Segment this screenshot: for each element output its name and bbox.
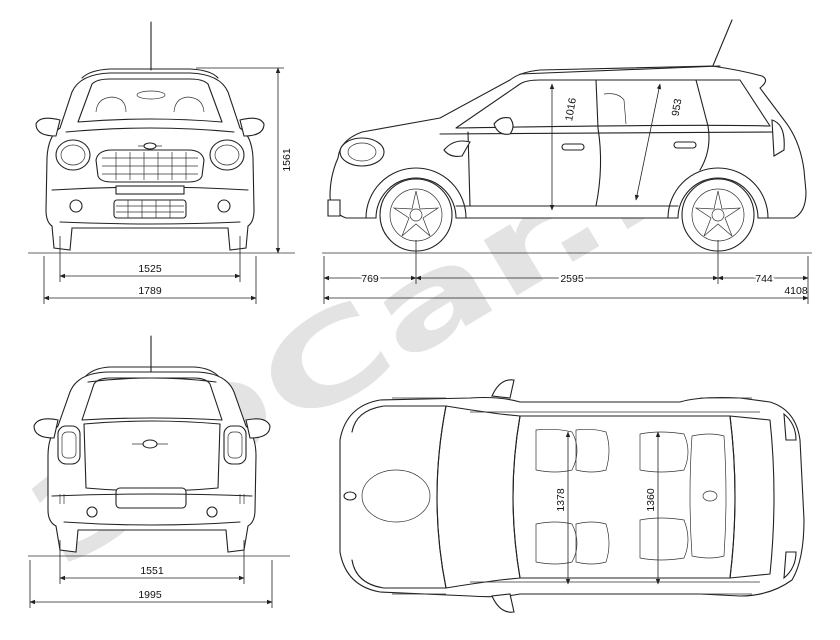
front-dimensions: 1525 1789 1561 (43, 67, 293, 304)
rear-width-value: 1995 (138, 589, 162, 601)
rear-seat-width-value: 1360 (645, 488, 657, 512)
front-seat-width-value: 1378 (555, 488, 567, 512)
front-width-value: 1789 (138, 285, 162, 297)
rear-view (28, 335, 290, 557)
top-view: 1378 1360 (339, 379, 805, 613)
rear-dimensions: 1551 1995 (29, 540, 273, 608)
side-dimensions: 769 2595 744 4108 (323, 240, 809, 304)
front-door-dim-value: 1016 (563, 97, 579, 122)
height-value: 1561 (281, 148, 293, 172)
rear-overhang-value: 744 (755, 273, 773, 285)
side-view: 1016 953 (322, 19, 812, 254)
front-view (28, 21, 295, 254)
front-track-value: 1525 (138, 263, 162, 275)
front-overhang-value: 769 (361, 273, 379, 285)
wheelbase-value: 2595 (560, 273, 584, 285)
length-value: 4108 (784, 285, 808, 297)
rear-door-dim-value: 953 (670, 98, 685, 117)
rear-track-value: 1551 (140, 565, 164, 577)
